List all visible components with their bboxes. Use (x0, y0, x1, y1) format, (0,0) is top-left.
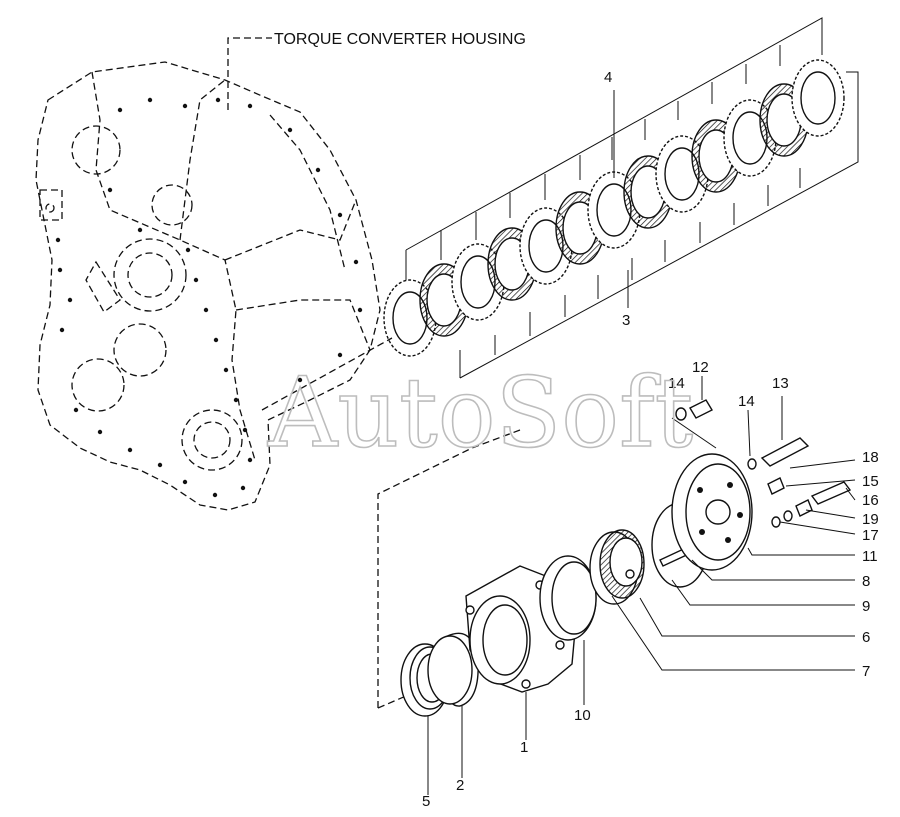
callout-8: 8 (862, 573, 870, 590)
assembly-line-bolts (671, 417, 717, 449)
callout-14-right: 14 (738, 393, 755, 410)
piston-6-7 (589, 529, 645, 605)
callout-18: 18 (862, 449, 879, 466)
callout-13: 13 (772, 375, 789, 392)
callout-6: 6 (862, 629, 870, 646)
leader-lines (427, 376, 856, 795)
callout-15: 15 (862, 473, 879, 490)
callout-9: 9 (862, 598, 870, 615)
callout-14-left: 14 (668, 375, 685, 392)
callout-10: 10 (574, 707, 591, 724)
callout-7: 7 (862, 663, 870, 680)
callout-5: 5 (422, 793, 430, 810)
cover-plate-11 (671, 453, 753, 571)
callout-3: 3 (622, 312, 630, 329)
assembly-line-left (377, 429, 521, 708)
title-leader (227, 37, 272, 110)
callout-19: 19 (862, 511, 879, 528)
seal-2 (427, 632, 479, 707)
assembly-line-plates (261, 337, 393, 411)
callout-4: 4 (604, 69, 612, 86)
callout-1: 1 (520, 739, 528, 756)
callout-16: 16 (862, 492, 879, 509)
callout-17: 17 (862, 527, 879, 544)
callout-11: 11 (862, 548, 878, 565)
title-label: TORQUE CONVERTER HOUSING (274, 31, 526, 48)
seal-10 (539, 555, 597, 641)
callout-12: 12 (692, 359, 709, 376)
callout-2: 2 (456, 777, 464, 794)
watermark: AutoSoft (267, 357, 693, 469)
torque-converter-housing (35, 61, 381, 511)
clutch-pack (383, 17, 859, 379)
